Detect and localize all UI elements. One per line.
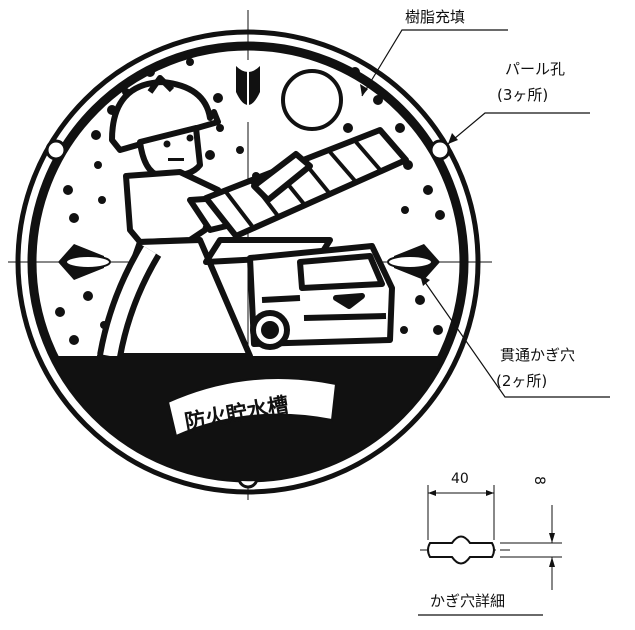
dim-width-label: 40 [451,471,469,487]
key-hole-detail: 40 8 かぎ穴詳細 [418,471,562,616]
ground-band [52,356,444,482]
label-key-holes-count: (2ヶ所) [496,372,547,390]
resin-fill-circle [281,69,343,131]
firefighter-face-details [163,134,194,161]
callout-resin-fill: 樹脂充填 [360,8,508,97]
top-notch [236,60,260,122]
callout-key-holes: 貫通かぎ穴 (2ヶ所) [419,274,610,398]
key-hole-right [387,244,440,280]
label-pearl-holes-count: (3ヶ所) [497,86,548,104]
ladder [203,127,409,265]
pearl-hole-right [429,139,451,161]
label-pearl-holes: パール孔 [505,60,565,78]
key-hole-left [58,244,111,280]
pearl-hole-left [45,139,67,161]
detail-title: かぎ穴詳細 [430,592,505,610]
label-key-holes: 貫通かぎ穴 [500,346,575,364]
callout-pearl-holes: パール孔 (3ヶ所) [447,60,590,145]
fire-truck [247,243,395,350]
dim-height-label: 8 [531,476,547,485]
label-resin-fill: 樹脂充填 [405,8,465,26]
dot-pattern [55,58,445,345]
